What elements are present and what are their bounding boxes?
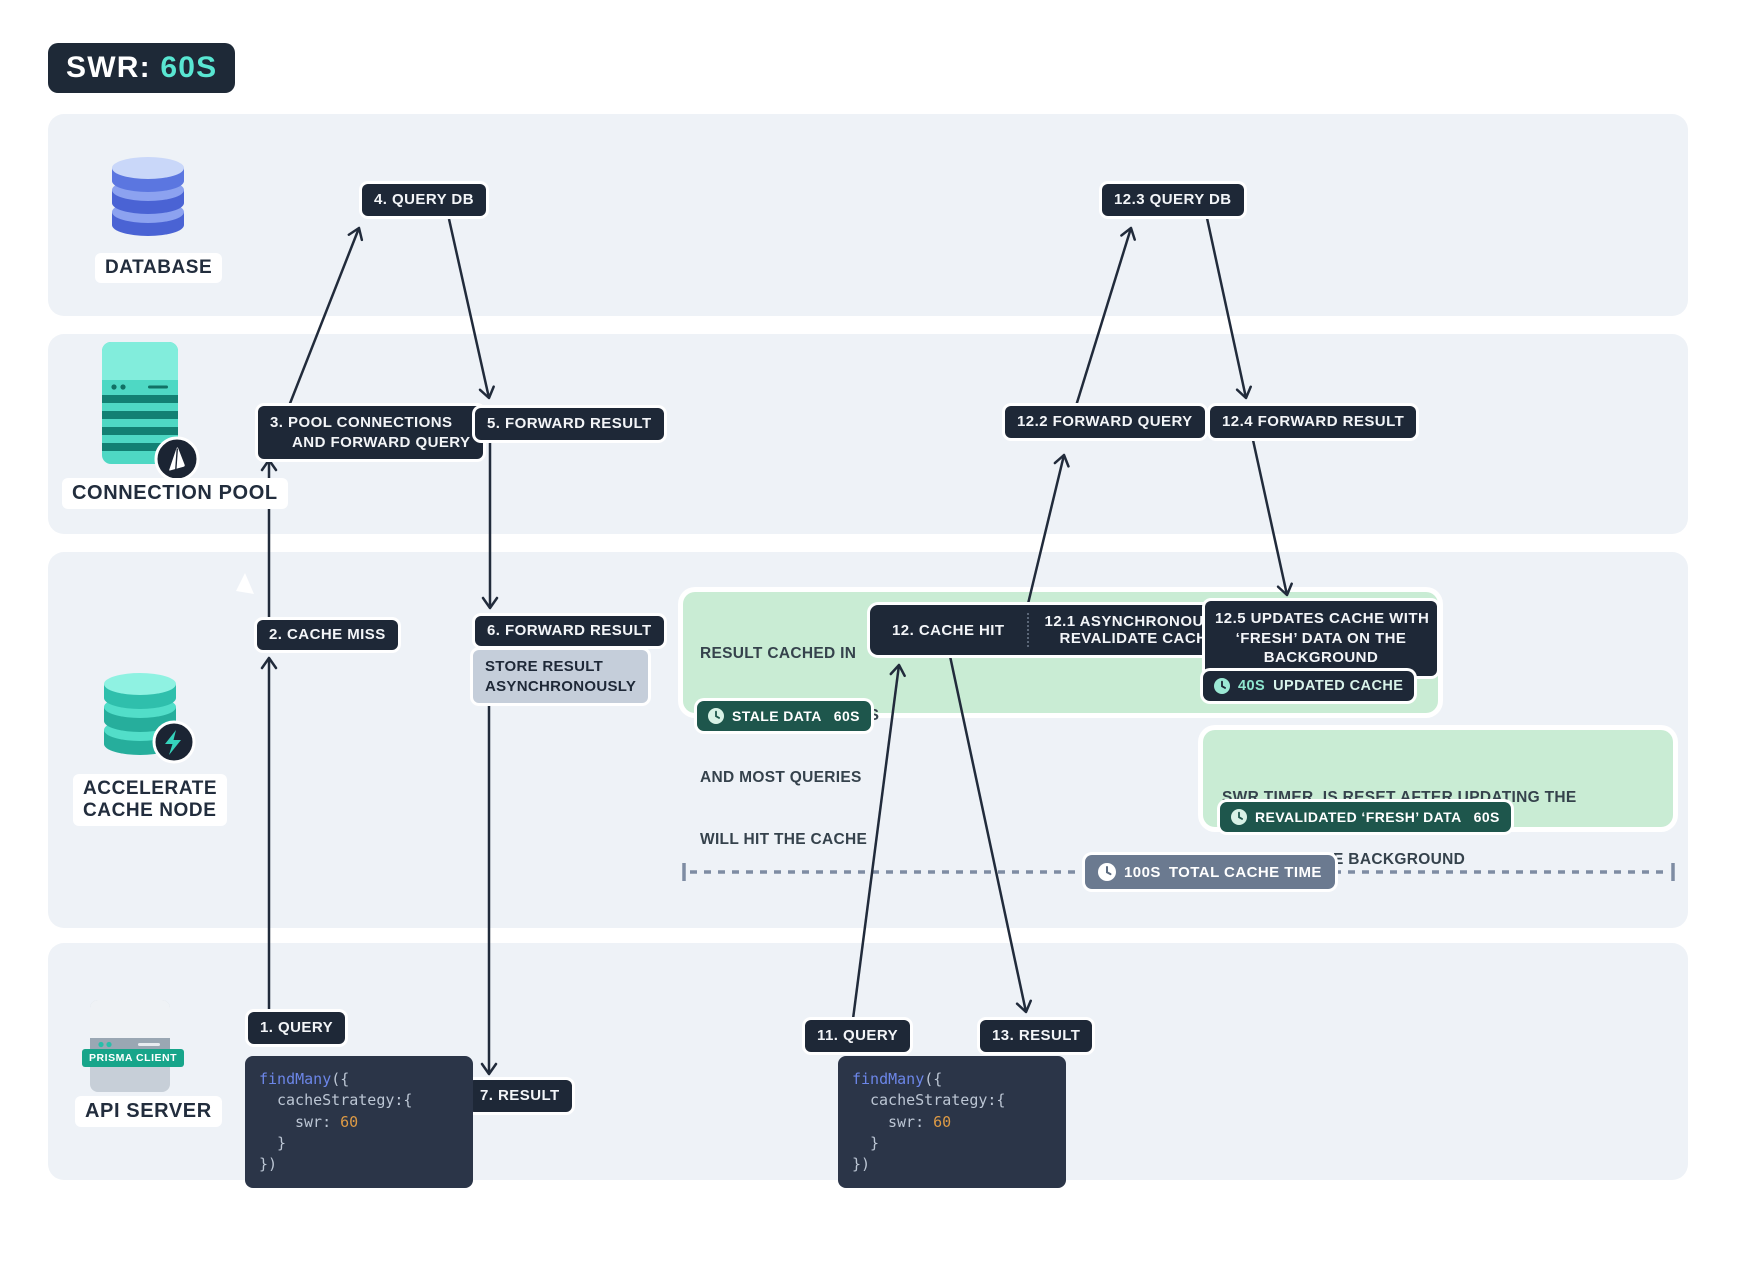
step-12-5-updates-cache: 12.5 UPDATES CACHE WITH ‘FRESH’ DATA ON … [1205, 601, 1437, 676]
code-line: }) [852, 1155, 871, 1174]
step-12-cache-hit-group: 12. CACHE HIT 12.1 ASYNCHRONOUSLY REVALI… [870, 605, 1249, 655]
stale-data-value: 60S [833, 708, 860, 724]
code-function-name: findMany [852, 1070, 925, 1088]
revalidated-label: REVALIDATED ‘FRESH’ DATA [1255, 809, 1462, 825]
step-2-cache-miss: 2. CACHE MISS [257, 620, 398, 650]
code-function-name: findMany [259, 1070, 332, 1088]
step-3-line1: 3. POOL CONNECTIONS [270, 414, 453, 431]
code-line: cacheStrategy:{ [870, 1091, 1006, 1110]
step-3-line2: AND FORWARD QUERY [292, 433, 471, 451]
step-12-4-forward-result: 12.4 FORWARD RESULT [1210, 406, 1417, 438]
step-13-result: 13. RESULT [980, 1020, 1093, 1052]
code-line: swr: 60 [852, 1112, 1052, 1133]
step-12-5-line3: BACKGROUND [1263, 649, 1379, 666]
accelerate-cache-label: ACCELERATE CACHE NODE [73, 774, 228, 826]
step-12-5-line2: ‘FRESH’ DATA ON THE [1235, 629, 1407, 647]
code-open: ({ [331, 1070, 350, 1088]
database-label: DATABASE [95, 253, 223, 283]
step-4-query-db: 4. QUERY DB [362, 184, 486, 216]
step-12-3-query-db: 12.3 QUERY DB [1102, 184, 1244, 216]
note-line: SWR TIMER IS RESET AFTER UPDATING THE [1222, 788, 1577, 806]
step-3-pool-connections: 3. POOL CONNECTIONS AND FORWARD QUERY [258, 406, 483, 459]
step-1-query: 1. QUERY [248, 1012, 346, 1044]
note-line: AND MOST QUERIES [700, 769, 862, 787]
total-cache-time-badge: 100S TOTAL CACHE TIME [1085, 855, 1335, 889]
step-6-forward-result: 6. FORWARD RESULT [475, 616, 664, 646]
title-prefix: SWR: [66, 51, 151, 84]
connection-pool-icon [102, 342, 178, 464]
code-swr-value: 60 [933, 1112, 952, 1131]
code-line: } [870, 1133, 880, 1152]
revalidated-value: 60S [1473, 809, 1500, 825]
database-icon [112, 157, 184, 236]
code-swr-key: swr: [295, 1112, 332, 1131]
store-result-line1: STORE RESULT [485, 658, 604, 675]
stale-data-label: STALE DATA [732, 708, 822, 724]
code-open: ({ [924, 1070, 943, 1088]
clock-icon [1231, 809, 1247, 825]
step-12-5-line1: 12.5 UPDATES CACHE WITH [1215, 610, 1430, 627]
revalidated-timer: REVALIDATED ‘FRESH’ DATA 60S [1220, 802, 1511, 832]
code-line: findMany({ [852, 1069, 1052, 1090]
dotted-divider [1026, 613, 1029, 647]
diagram-title: SWR: 60S [48, 43, 236, 93]
prisma-client-badge: PRISMA CLIENT [82, 1049, 185, 1067]
step-7-result: 7. RESULT [468, 1080, 572, 1112]
title-value: 60S [160, 51, 218, 84]
lane-database [48, 114, 1688, 316]
code-swr-key: swr: [888, 1112, 925, 1131]
step-12-1-line1: 12.1 ASYNCHRONOUSLY [1044, 613, 1233, 630]
updated-cache-label: UPDATED CACHE [1273, 678, 1404, 694]
prisma-logo-icon [154, 436, 200, 482]
clock-icon [1214, 678, 1230, 694]
code-swr-value: 60 [340, 1112, 359, 1131]
step-12-cache-hit: 12. CACHE HIT [892, 621, 1005, 639]
note-line: WILL HIT THE CACHE [700, 831, 868, 849]
step-12-1-revalidate: 12.1 ASYNCHRONOUSLY REVALIDATE CACHE [1029, 605, 1249, 655]
total-cache-label: TOTAL CACHE TIME [1168, 863, 1322, 881]
step-12-2-forward-query: 12.2 FORWARD QUERY [1005, 406, 1205, 438]
step-12-1-line2: REVALIDATE CACHE [1059, 630, 1218, 647]
code-line: } [277, 1133, 287, 1152]
total-cache-value: 100S [1124, 863, 1161, 881]
step-5-forward-result: 5. FORWARD RESULT [475, 408, 664, 440]
accelerate-label-line1: ACCELERATE [83, 778, 218, 799]
connection-pool-label: CONNECTION POOL [62, 478, 288, 509]
accelerate-label-line2: CACHE NODE [83, 799, 217, 821]
api-server-label: API SERVER [75, 1096, 222, 1127]
code-line: }) [259, 1155, 278, 1174]
lightning-icon [152, 720, 196, 764]
code-line: cacheStrategy:{ [277, 1091, 413, 1110]
store-result-note: STORE RESULT ASYNCHRONOUSLY [473, 650, 649, 703]
clock-icon [1098, 863, 1116, 881]
code-snippet-1: findMany({ cacheStrategy:{ swr: 60 } }) [245, 1056, 473, 1189]
clock-icon [708, 708, 724, 724]
code-snippet-2: findMany({ cacheStrategy:{ swr: 60 } }) [838, 1056, 1066, 1189]
accelerate-cache-icon [104, 673, 176, 755]
note-line: RESULT CACHED IN [700, 644, 857, 662]
code-line: findMany({ [259, 1069, 459, 1090]
updated-cache-value: 40S [1238, 678, 1266, 694]
step-11-query: 11. QUERY [805, 1020, 911, 1052]
store-result-line2: ASYNCHRONOUSLY [485, 677, 637, 695]
code-line: swr: 60 [259, 1112, 459, 1133]
api-server-icon [90, 1000, 170, 1092]
updated-cache-timer: 40S UPDATED CACHE [1203, 671, 1415, 701]
stale-data-timer: STALE DATA 60S [697, 701, 871, 731]
prism-watermark-icon [236, 573, 254, 594]
